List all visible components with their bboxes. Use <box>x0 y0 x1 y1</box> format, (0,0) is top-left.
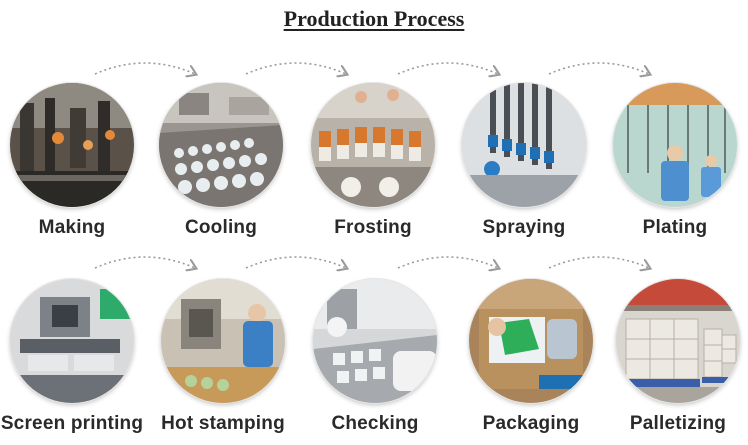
step-packaging: Packaging <box>456 279 606 435</box>
arrow-checking-packaging <box>397 256 498 268</box>
step-label: Plating <box>642 217 708 238</box>
arrow-screen-hot <box>94 256 195 268</box>
screen-printing-photo <box>10 279 134 403</box>
step-label: Screen printing <box>0 413 144 434</box>
step-checking: Checking <box>300 279 450 435</box>
step-label: Cooling <box>184 217 258 238</box>
arrow-making-cooling <box>94 62 195 74</box>
step-label: Palletizing <box>629 413 727 434</box>
step-label: Making <box>38 217 106 238</box>
arrow-spraying-plating <box>548 62 649 74</box>
step-label: Frosting <box>334 217 412 238</box>
step-cooling: Cooling <box>146 83 296 239</box>
arrow-cooling-frosting <box>245 62 346 74</box>
frosting-photo <box>311 83 435 207</box>
page-title: Production Process <box>283 6 465 31</box>
arrow-hot-checking <box>245 256 346 268</box>
step-label: Checking <box>331 413 419 434</box>
spraying-photo <box>462 83 586 207</box>
step-frosting: Frosting <box>298 83 448 239</box>
checking-photo <box>313 279 437 403</box>
palletizing-photo <box>616 279 740 403</box>
step-spraying: Spraying <box>449 83 599 239</box>
making-photo <box>10 83 134 207</box>
step-plating: Plating <box>600 83 748 239</box>
step-label: Packaging <box>482 413 580 434</box>
step-making: Making <box>0 83 147 239</box>
step-label: Spraying <box>482 217 566 238</box>
step-palletizing: Palletizing <box>603 279 748 435</box>
arrow-packaging-palletizing <box>548 256 649 268</box>
step-screen-printing: Screen printing <box>0 279 147 435</box>
arrow-frosting-spraying <box>397 62 498 74</box>
cooling-photo <box>159 83 283 207</box>
packaging-photo <box>469 279 593 403</box>
hot-stamping-photo <box>161 279 285 403</box>
step-label: Hot stamping <box>161 413 285 434</box>
plating-photo <box>613 83 737 207</box>
step-hot-stamping: Hot stamping <box>148 279 298 435</box>
